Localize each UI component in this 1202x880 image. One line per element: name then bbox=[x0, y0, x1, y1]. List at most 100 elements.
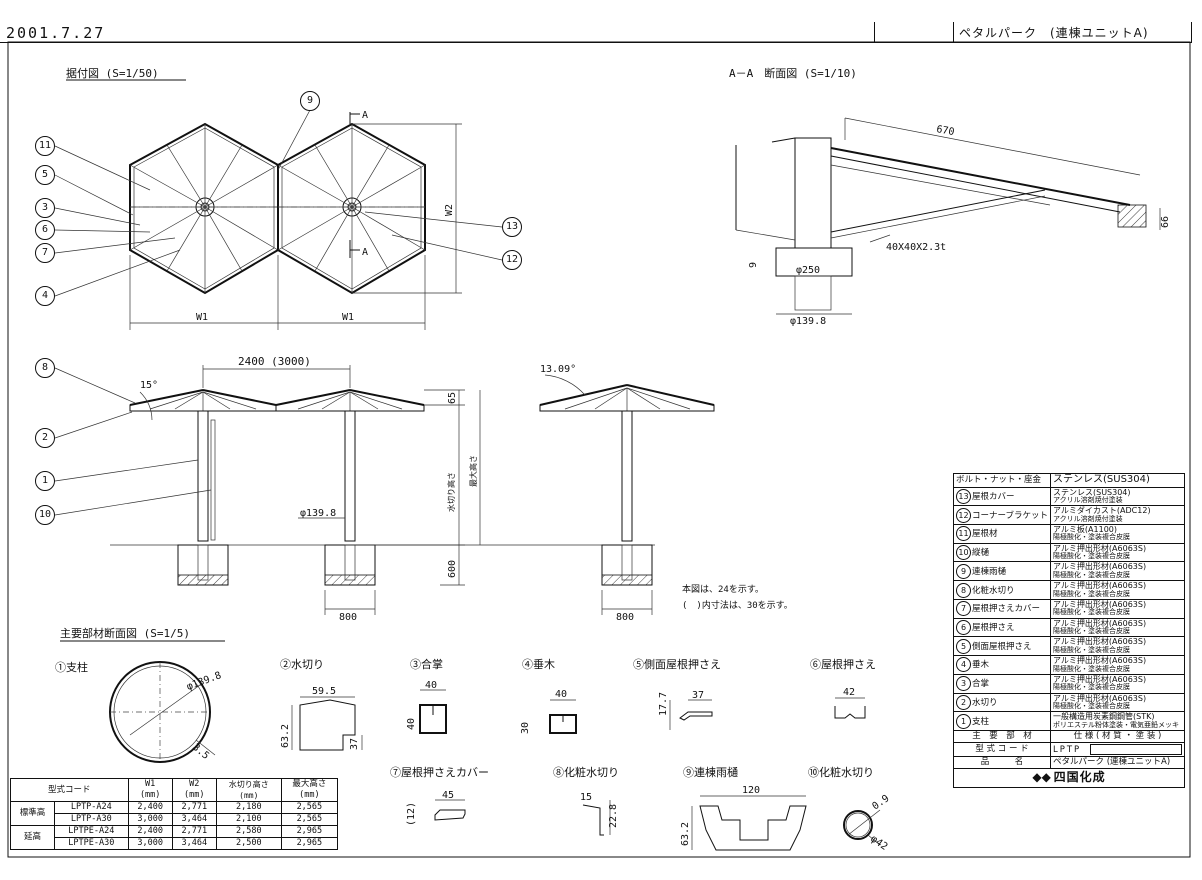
plan-hexagon-right bbox=[277, 122, 426, 295]
member-1-post bbox=[109, 661, 216, 763]
dim-phi139-section: φ139.8 bbox=[790, 316, 826, 327]
codes-cell: 2,771 bbox=[171, 825, 217, 838]
spec-part-number: 11 bbox=[956, 526, 971, 542]
codes-cell: 3,000 bbox=[127, 837, 173, 850]
member-8-label: ⑧化粧水切り bbox=[553, 765, 619, 779]
spec-part-name: 屋根カバー bbox=[972, 491, 1015, 502]
member-3-dim2: 40 bbox=[406, 718, 417, 730]
note-line-1: 本図は、24を示す。 bbox=[682, 583, 764, 595]
member-2-dim2: 63.2 bbox=[280, 724, 291, 748]
angle-arc-15 bbox=[139, 391, 153, 421]
spec-part-name: 屋根押さえ bbox=[972, 623, 1015, 633]
spec-material-1: ステンレス(SUS304) bbox=[1053, 487, 1131, 497]
dim-800 bbox=[324, 590, 653, 615]
section-title: A－A 断面図 (S=1/10) bbox=[729, 66, 857, 80]
callout-2: 2 bbox=[35, 428, 55, 448]
member-7-press-cover bbox=[434, 799, 466, 821]
dim-w1-right: W1 bbox=[342, 312, 354, 323]
note-line-2: ( )内寸法は、30を示す。 bbox=[682, 599, 793, 611]
section-a-label-top: A bbox=[362, 110, 368, 121]
codes-cell: LPTPE-A24 bbox=[54, 825, 129, 838]
page-frame bbox=[7, 41, 1191, 858]
member-6-label: ⑥屋根押さえ bbox=[810, 657, 876, 671]
spec-material: アルミ押出形材(A6063S)陽極酸化・塗装複合皮膜 bbox=[1050, 673, 1185, 694]
plan-title: 据付図 (S=1/50) bbox=[66, 66, 159, 80]
dim-phi-elev: φ139.8 bbox=[300, 508, 336, 519]
dim-w2 bbox=[352, 123, 462, 294]
member-8-dim1: 15 bbox=[580, 792, 592, 803]
spec-part-number: 2 bbox=[956, 694, 971, 710]
codes-cell: 3,464 bbox=[171, 813, 217, 826]
spec-material: アルミ押出形材(A6063S)陽極酸化・塗装複合皮膜 bbox=[1050, 692, 1185, 713]
spec-part-name: 連棟雨樋 bbox=[972, 566, 1007, 577]
spec-material-1: アルミ押出形材(A6063S) bbox=[1053, 637, 1147, 647]
spec-material-2: 陽極酸化・塗装複合皮膜 bbox=[1053, 627, 1130, 636]
spec-material-2: ポリエステル粉体塗装・電気亜鉛メッキ bbox=[1053, 720, 1179, 729]
spec-material: アルミ押出形材(A6063S)陽極酸化・塗装複合皮膜 bbox=[1050, 542, 1185, 563]
codes-h-w1: W1(mm) bbox=[127, 778, 173, 802]
spec-material: 一般構造用炭素鋼鋼管(STK)ポリエステル粉体塗装・電気亜鉛メッキ bbox=[1050, 711, 1185, 732]
spec-part-name: 合掌 bbox=[972, 679, 990, 690]
callout-leaders-plan bbox=[54, 109, 503, 297]
angle-15-label: 15° bbox=[140, 380, 158, 391]
member-2-gutter bbox=[291, 696, 363, 751]
codes-cell: 2,965 bbox=[280, 837, 339, 850]
spec-part-name: 垂木 bbox=[972, 660, 990, 671]
section-a-label-bottom: A bbox=[362, 247, 368, 258]
spec-main-part-value: 仕 様 ( 材 質 ・ 塗 装 ) bbox=[1050, 730, 1185, 743]
spec-part-number: 8 bbox=[956, 582, 971, 598]
callout-1: 1 bbox=[35, 471, 55, 491]
spec-part-number: 10 bbox=[956, 545, 971, 561]
spec-material: アルミ押出形材(A6063S)陽極酸化・塗装複合皮膜 bbox=[1050, 617, 1185, 638]
dim-670-label: 670 bbox=[935, 124, 955, 138]
elevation-canopy-middle bbox=[275, 389, 425, 586]
spec-maker-cell: ◆◆ 四国化成 bbox=[953, 767, 1185, 788]
spec-material: ステンレス(SUS304)アクリル溶剤焼付塗装 bbox=[1050, 486, 1185, 507]
spec-bolt-material: ステンレス(SUS304) bbox=[1050, 473, 1185, 488]
angle-arc-13 bbox=[544, 374, 586, 396]
member-3-dim1: 40 bbox=[425, 680, 437, 691]
spec-part-name: 屋根押さえカバー bbox=[972, 604, 1041, 615]
spec-material-1: アルミ押出形材(A6063S) bbox=[1053, 543, 1147, 553]
dim-phi250-label: φ250 bbox=[796, 265, 820, 276]
spec-part-name: 縦樋 bbox=[972, 548, 990, 559]
callout-7: 7 bbox=[35, 243, 55, 263]
spec-code-label: 型 式 コ ー ド bbox=[953, 741, 1051, 757]
spec-material-2: 陽極酸化・塗装複合皮膜 bbox=[1053, 533, 1130, 542]
drawing-title: ペタルパーク (連棟ユニットA) bbox=[959, 26, 1149, 40]
spec-main-part-label: 主 要 部 材 bbox=[953, 730, 1051, 743]
codes-h-code: 型式コード bbox=[10, 778, 129, 802]
spec-part-number: 1 bbox=[956, 713, 971, 729]
spec-part-name: 化粧水切り bbox=[972, 585, 1015, 596]
dim-heights bbox=[355, 389, 481, 586]
codes-group: 延高 bbox=[10, 825, 55, 850]
spec-material-2: 陽極酸化・塗装複合皮膜 bbox=[1053, 589, 1130, 598]
member-10-label: ⑩化粧水切り bbox=[808, 765, 874, 779]
maker-name: 四国化成 bbox=[1053, 770, 1106, 785]
spec-row-code: 型 式 コ ー ド LPTP bbox=[953, 741, 1185, 757]
codes-cell: 2,565 bbox=[280, 801, 339, 814]
spec-material-2: 陽極酸化・塗装複合皮膜 bbox=[1053, 570, 1130, 579]
codes-h-max: 最大高さ(mm) bbox=[280, 778, 339, 802]
member-4-dim1: 40 bbox=[555, 689, 567, 700]
member-9-valley-gutter bbox=[691, 795, 807, 851]
codes-h-w2: W2(mm) bbox=[171, 778, 217, 802]
members-title: 主要部材断面図 (S=1/5) bbox=[60, 626, 190, 640]
callout-11: 11 bbox=[35, 136, 55, 156]
